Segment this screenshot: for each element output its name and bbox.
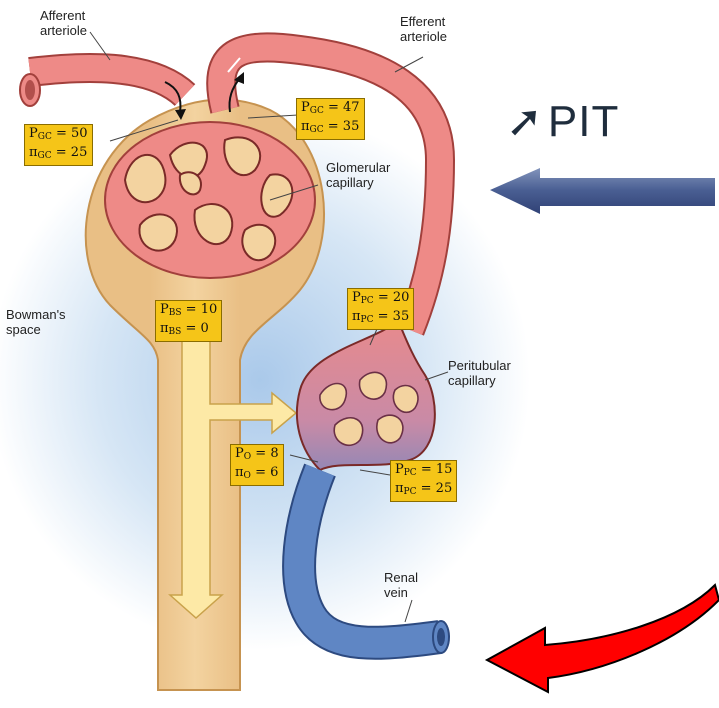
pressure-box-gc-efferent: PGC = 47 πGC = 35 <box>296 98 365 140</box>
pressure-box-gc-afferent: PGC = 50 πGC = 25 <box>24 124 93 166</box>
pit-text: PIT <box>548 97 619 146</box>
pressure-box-pc-upper: PPC = 20 πPC = 35 <box>347 288 414 330</box>
pressure-box-o: PO = 8 πO = 6 <box>230 444 284 486</box>
up-right-arrow-icon: ➚ <box>506 96 544 147</box>
red-arrow-shape <box>487 585 719 692</box>
pressure-box-bs: PBS = 10 πBS = 0 <box>155 300 222 342</box>
blue-arrow-shape <box>490 168 715 214</box>
pressure-box-pc-lower: PPC = 15 πPC = 25 <box>390 460 457 502</box>
pit-annotation: ➚PIT <box>506 96 619 147</box>
